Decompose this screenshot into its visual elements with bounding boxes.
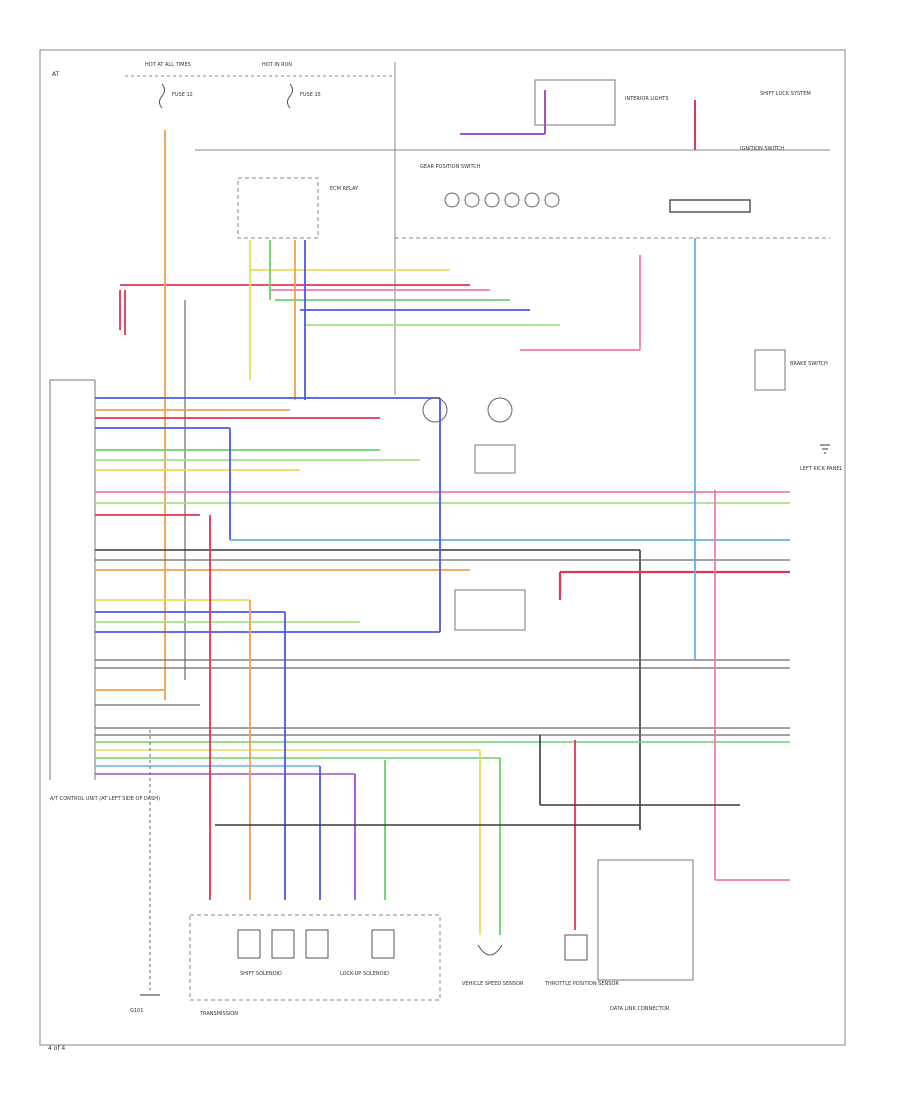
diagram-frame: [39, 49, 846, 1046]
left-kick-label: LEFT KICK PANEL: [800, 466, 843, 472]
transmission-label: TRANSMISSION: [199, 1011, 238, 1017]
shift-solenoid-label: SHIFT SOLENOID: [240, 971, 282, 977]
frame-code-label: AT: [52, 71, 60, 78]
lockup-solenoid-label: LOCK-UP SOLENOID: [340, 971, 389, 977]
data-link-box: [597, 859, 694, 981]
throttle-sensor-icon: [564, 934, 588, 961]
lamp-icon-2: [487, 397, 513, 423]
throttle-sensor-label: THROTTLE POSITION SENSOR: [544, 981, 619, 987]
interior-lights-box: [534, 79, 616, 126]
ecm-relay-label: ECM RELAY: [330, 186, 359, 192]
hot-at-all-times-label: HOT AT ALL TIMES: [145, 62, 191, 68]
ground-symbol-icon: [820, 444, 830, 454]
vehicle-speed-sensor-icon: [477, 944, 503, 956]
ignition-switch-label: IGNITION SWITCH: [740, 146, 784, 152]
data-link-label: DATA LINK CONNECTOR: [610, 1006, 670, 1012]
ground-g101-icon: [140, 730, 160, 996]
fuse-12-label: FUSE 12: [172, 92, 193, 98]
brake-switch-label: BRAKE SWITCH: [790, 361, 828, 367]
relay-mid-box: [474, 444, 516, 474]
ecm-relay-box: [237, 177, 319, 239]
gear-position-switch-label: GEAR POSITION SWITCH: [420, 164, 481, 170]
fuse-15-icon: [287, 83, 293, 109]
switch-mid-box: [454, 589, 526, 631]
fuse-12-icon: [159, 83, 165, 109]
ground-label: G101: [130, 1008, 143, 1014]
shift-lock-solenoid-box: [669, 199, 751, 213]
hot-in-run-label: HOT IN RUN: [262, 62, 292, 68]
vss-label: VEHICLE SPEED SENSOR: [462, 981, 524, 987]
brake-switch-box: [754, 349, 786, 391]
page-tag-label: 4 of 4: [48, 1045, 65, 1052]
lamp-icon: [422, 397, 448, 423]
fuse-15-label: FUSE 15: [300, 92, 321, 98]
shift-lock-label: SHIFT LOCK SYSTEM: [760, 91, 811, 97]
solenoid-row: [237, 929, 395, 959]
tcm-label: A/T CONTROL UNIT (AT LEFT SIDE OF DASH): [50, 796, 160, 802]
interior-lights-label: INTERIOR LIGHTS: [625, 96, 669, 102]
gear-position-switch: [444, 192, 560, 208]
